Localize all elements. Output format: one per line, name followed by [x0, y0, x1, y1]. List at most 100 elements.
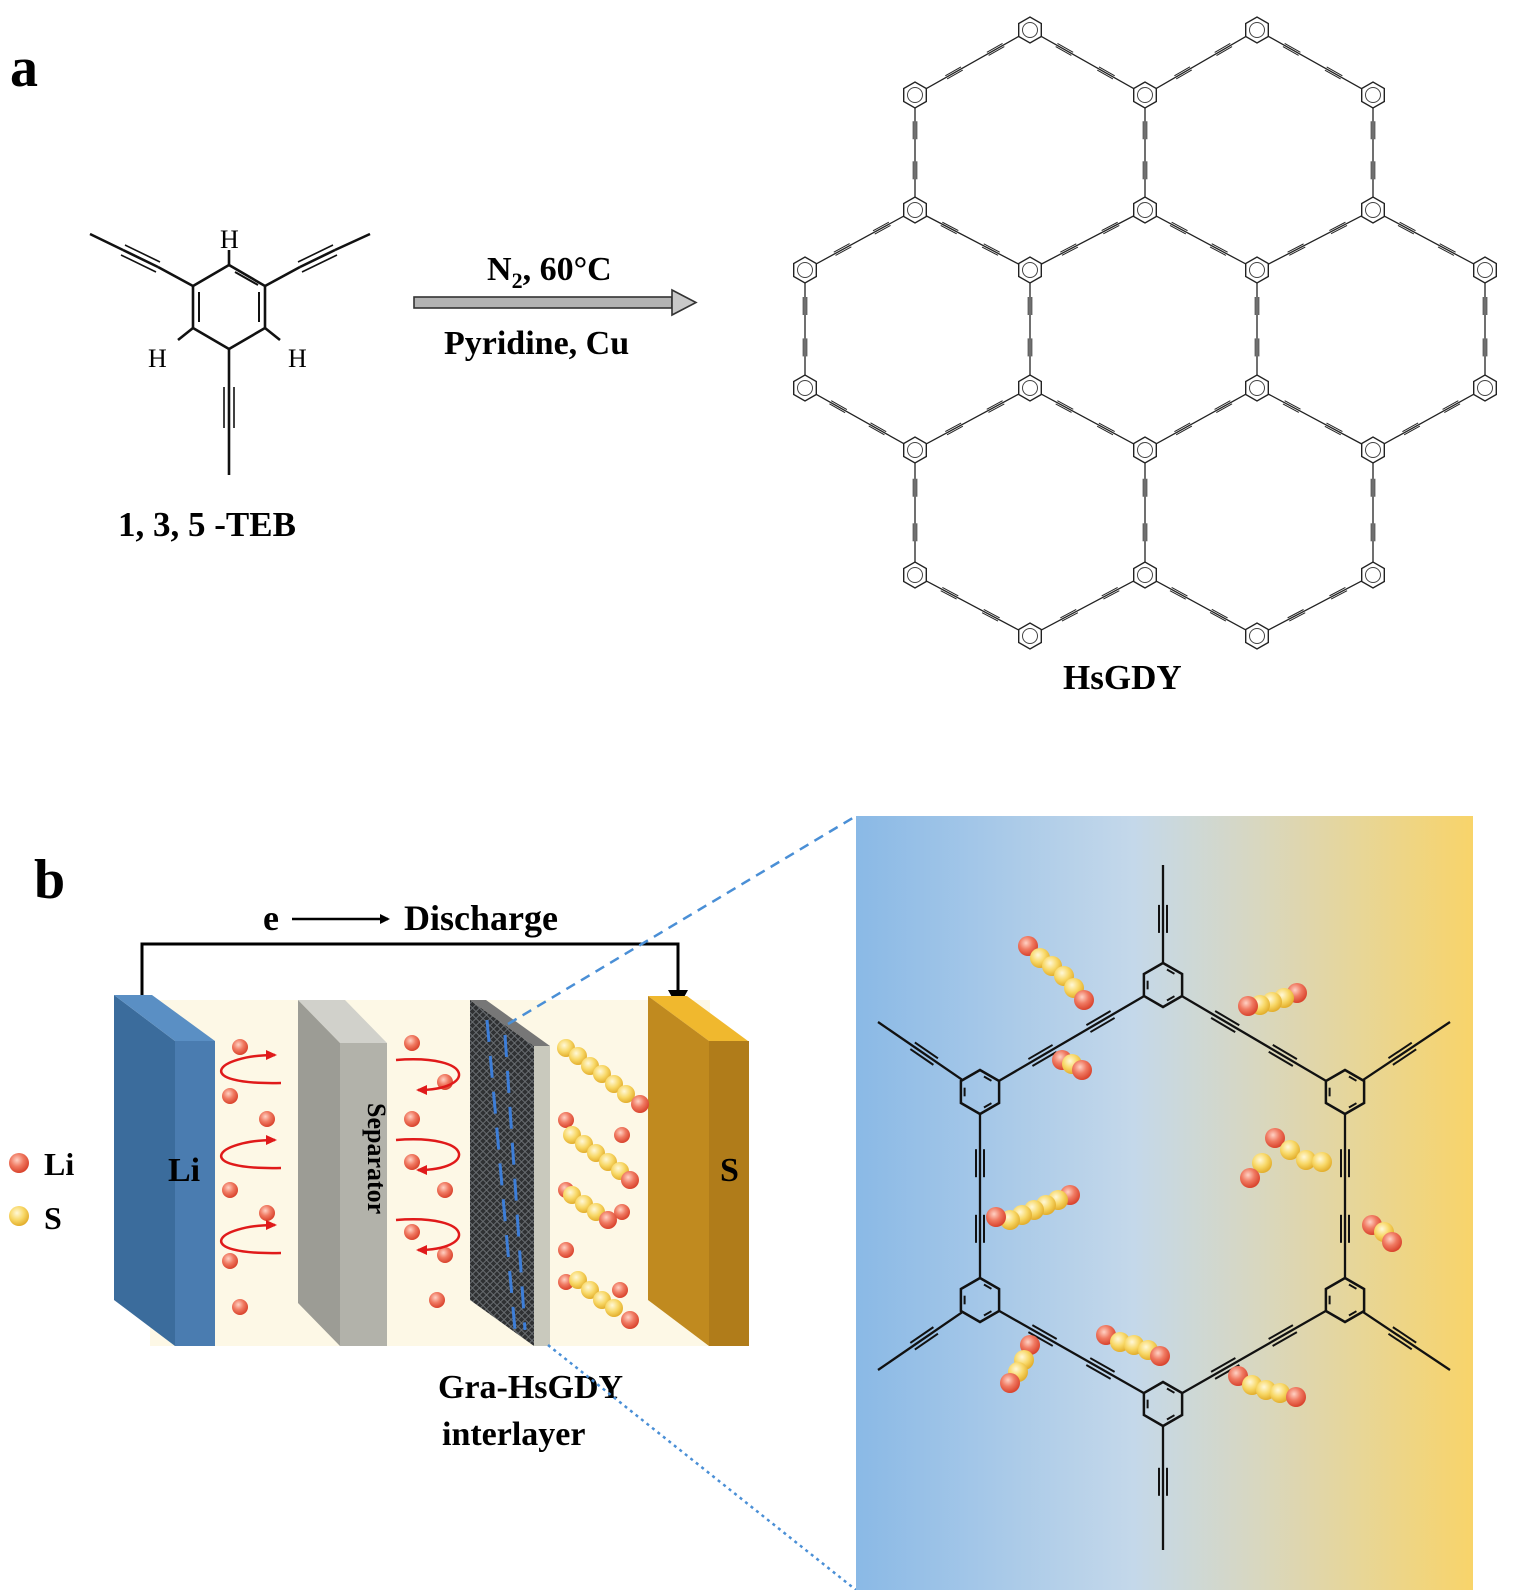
aromatic-circle — [907, 87, 923, 103]
triple-bond-line — [1399, 221, 1416, 232]
zoom-bond — [1362, 1021, 1451, 1081]
triple-bond-line — [1061, 612, 1079, 622]
triple-bond-line — [1171, 587, 1188, 597]
triple-bond-line — [1282, 403, 1300, 413]
polysulfide-atom — [569, 1271, 587, 1289]
panel-a-label: a — [10, 37, 38, 99]
legend-s-marker — [9, 1206, 29, 1226]
li-ion — [232, 1039, 248, 1055]
benzene-ring — [903, 81, 927, 109]
zoom-triple-bond — [909, 1326, 934, 1344]
aromatic-circle — [1022, 628, 1038, 644]
aromatic-circle — [907, 567, 923, 583]
triple-bond-line — [830, 400, 848, 410]
zoom-benzene-ring — [1142, 1380, 1184, 1428]
triple-bond-line — [872, 221, 890, 232]
diyne-bond — [1155, 35, 1247, 90]
zoom-s-atom — [1252, 1153, 1272, 1173]
zoom-bond — [1181, 995, 1327, 1082]
li-ion — [429, 1292, 445, 1308]
li-ion — [259, 1111, 275, 1127]
zoom-benzene-ring — [1324, 1068, 1366, 1116]
aromatic-circle — [907, 202, 923, 218]
triple-bond-line — [1397, 224, 1415, 235]
zoom-double-bond — [983, 1102, 992, 1109]
triple-bond-line — [874, 224, 891, 235]
zoom-li-atom — [1238, 996, 1258, 1016]
triple-bond-line — [945, 66, 962, 77]
legend: Li S — [9, 1146, 74, 1236]
triple-bond-line — [983, 243, 1000, 253]
zoom-triple-bond — [1027, 1331, 1054, 1347]
zoom-triple-bond — [1085, 1364, 1112, 1380]
zoom-triple-bond — [1272, 1044, 1298, 1060]
triple-bond-line — [1101, 587, 1118, 597]
triple-bond-line — [1101, 221, 1118, 232]
diyne-bond — [1384, 215, 1474, 265]
electron-label: e — [263, 898, 279, 938]
triple-bond-line — [1216, 46, 1233, 57]
zoom-li-atom — [1265, 1128, 1285, 1148]
triple-bond-line — [1329, 587, 1346, 597]
diyne-bond — [1268, 393, 1362, 445]
triple-bond-line — [1442, 400, 1459, 410]
triple-bond-line — [1439, 243, 1456, 253]
triple-bond-line — [1324, 69, 1341, 80]
benzene-ring — [1244, 374, 1270, 402]
diyne-bond — [816, 215, 904, 265]
zoom-li-atom — [1150, 1346, 1170, 1366]
polysulfide-atom — [569, 1047, 587, 1065]
zoom-s-atom — [1296, 1150, 1316, 1170]
triple-bond-line — [986, 400, 1003, 410]
zoom-triple-bond — [1214, 1010, 1240, 1027]
reaction-arrow — [413, 288, 698, 317]
triple-bond-line — [1169, 590, 1186, 600]
zoom-triple-bond — [1089, 1357, 1116, 1373]
li-ion — [437, 1182, 453, 1198]
zoom-triple-bond — [909, 1048, 934, 1066]
zoom-double-bond — [1348, 1310, 1357, 1317]
zoom-triple-bond — [1387, 1041, 1413, 1060]
diyne-bond — [926, 580, 1019, 631]
zoom-benzene-ring — [959, 1276, 1001, 1324]
benzene-ring — [903, 196, 927, 224]
aromatic-circle — [1022, 380, 1038, 396]
benzene-ring — [1132, 436, 1158, 464]
diyne-bond — [1156, 215, 1246, 265]
zoom-double-bond — [1348, 1283, 1357, 1290]
aromatic-circle — [1249, 628, 1265, 644]
diyne-bond — [1041, 580, 1134, 631]
triple-bond-line — [1174, 422, 1191, 433]
triple-bond-line — [1211, 243, 1228, 253]
zoom-triple-bond — [1387, 1332, 1413, 1351]
aromatic-circle — [1137, 87, 1153, 103]
triple-bond-line — [1324, 425, 1341, 436]
triple-bond-line — [1214, 400, 1231, 410]
benzene-ring — [1360, 561, 1386, 589]
zoom-double-bond — [1166, 1414, 1175, 1421]
li-ion — [222, 1253, 238, 1269]
triple-bond-line — [1329, 221, 1346, 231]
lithium-anode — [114, 995, 215, 1346]
benzene-ring — [793, 374, 817, 402]
sulfur-cathode — [648, 996, 749, 1346]
benzene-ring — [1360, 436, 1386, 464]
diyne-bond — [925, 35, 1020, 90]
li-ion-flow-arrow — [220, 1050, 282, 1085]
triple-bond-line — [940, 590, 957, 600]
aromatic-circle — [797, 262, 813, 278]
zoom-bond — [877, 1311, 963, 1371]
zoom-li-atom — [986, 1207, 1006, 1227]
triple-bond-line — [835, 246, 852, 256]
triple-bond-line — [983, 609, 1000, 619]
zoom-double-bond — [1166, 1387, 1175, 1394]
aromatic-circle — [1249, 22, 1265, 38]
zoom-bond — [998, 1309, 1145, 1395]
triple-bond-line — [1103, 224, 1120, 235]
hsgdy-network — [793, 16, 1498, 650]
aromatic-circle — [1477, 262, 1493, 278]
diyne-bond — [1268, 215, 1362, 265]
li-ion — [437, 1247, 453, 1263]
li-ion-flow-arrow — [220, 1220, 282, 1255]
triple-bond-line — [986, 43, 1003, 53]
